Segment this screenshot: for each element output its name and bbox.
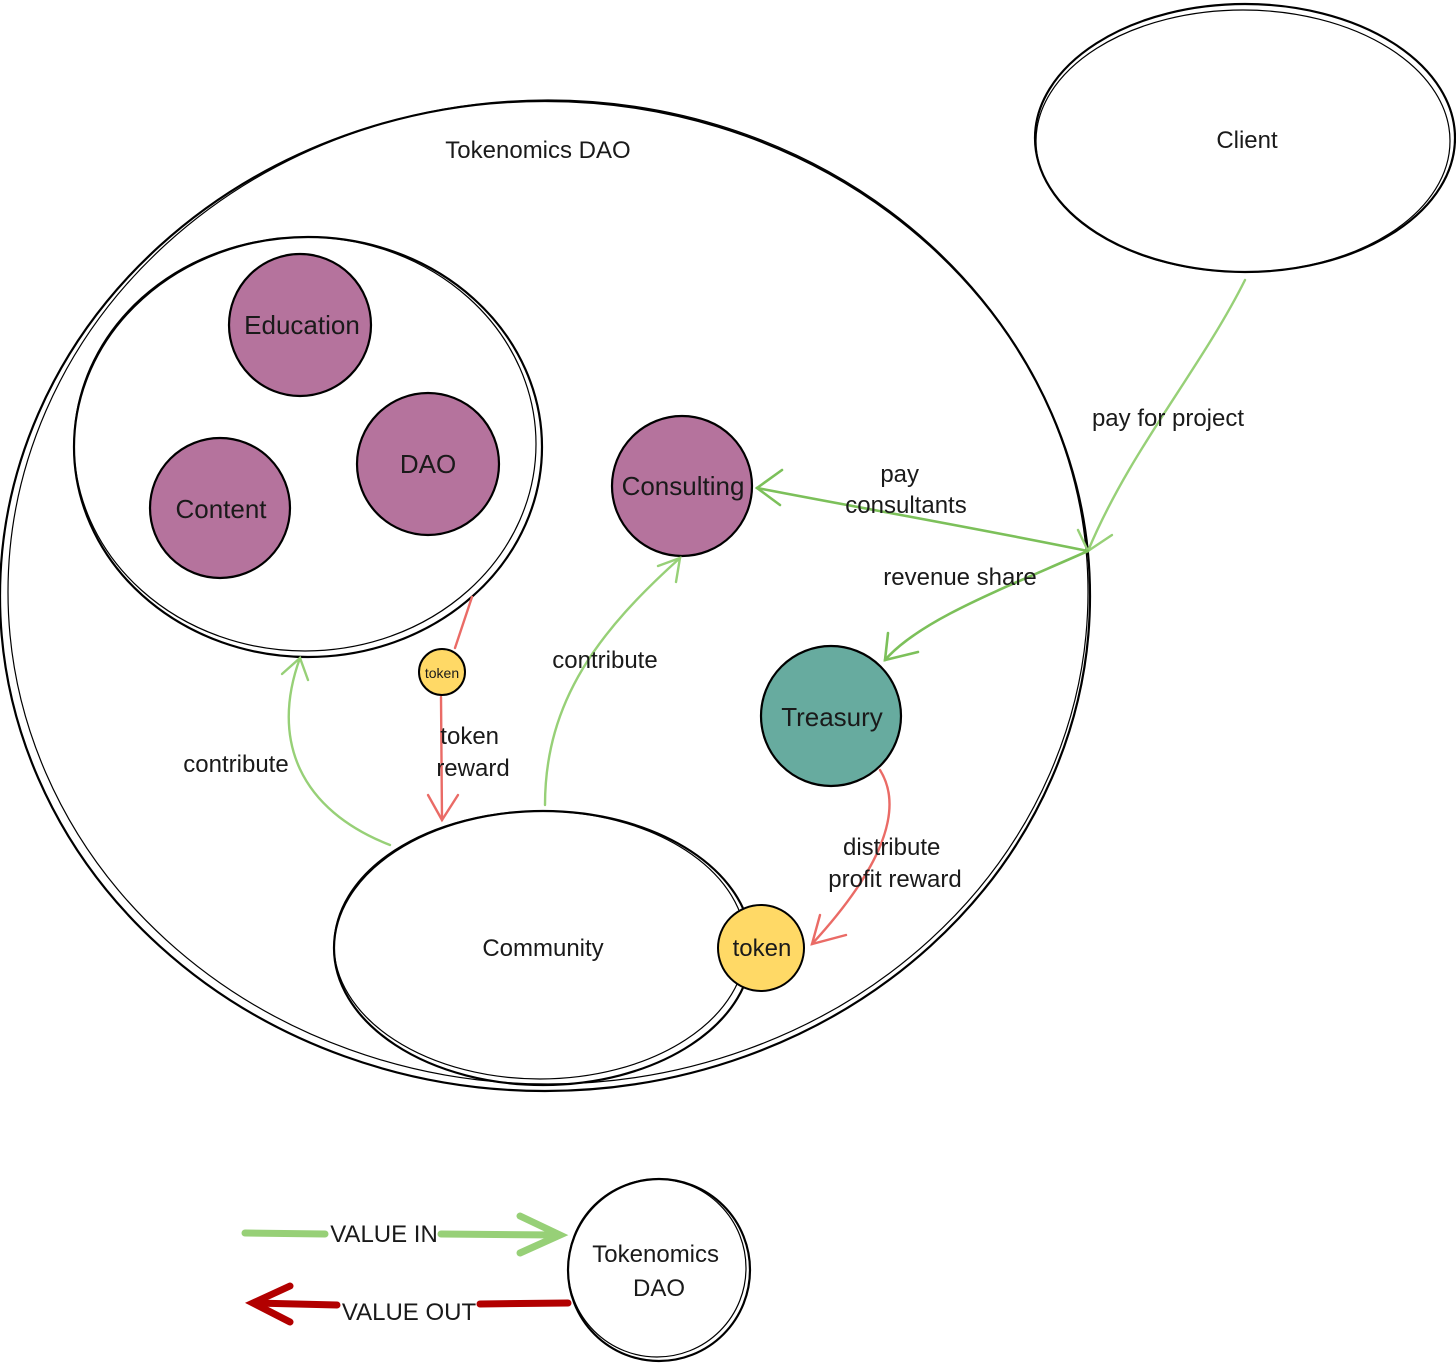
dao-node[interactable]: DAO	[355, 391, 501, 537]
edge-label-contribute-group: contribute	[183, 751, 288, 778]
education-label: Education	[244, 310, 360, 340]
legend: VALUE IN VALUE OUT Tokenomics DAO	[241, 1177, 752, 1363]
client-label: Client	[1216, 127, 1278, 154]
edge-label-pay-consultants: pay consultants	[845, 461, 966, 519]
dao-title: Tokenomics DAO	[445, 137, 630, 164]
legend-value-in-label: VALUE IN	[330, 1221, 438, 1248]
legend-entity-label: Tokenomics DAO	[592, 1241, 725, 1302]
legend-value-out: VALUE OUT	[244, 1282, 572, 1326]
edge-label-pay-for-project: pay for project	[1092, 405, 1244, 432]
token-small-label: token	[425, 665, 459, 681]
edge-token-reward	[426, 595, 474, 823]
edge-label-distribute-profit-reward: distribute profit reward	[828, 834, 961, 893]
legend-entity-node: Tokenomics DAO	[566, 1177, 752, 1363]
content-label: Content	[175, 494, 267, 524]
services-group	[72, 235, 544, 659]
edge-pay-consultants	[754, 468, 1090, 553]
token-small-node[interactable]: token	[418, 648, 466, 696]
treasury-label: Treasury	[781, 702, 883, 732]
client-node[interactable]: Client	[1033, 2, 1456, 274]
edge-contribute-group	[280, 655, 392, 847]
dao-label: DAO	[400, 449, 456, 479]
edge-distribute-profit-reward	[810, 768, 891, 946]
education-node[interactable]: Education	[227, 252, 373, 398]
token-large-label: token	[733, 935, 792, 962]
token-large-node[interactable]: token	[717, 904, 805, 992]
edge-label-contribute-consulting: contribute	[552, 647, 657, 674]
legend-value-out-label: VALUE OUT	[342, 1299, 477, 1326]
edge-label-revenue-share: revenue share	[883, 564, 1036, 591]
edge-label-token-reward: token reward	[436, 723, 509, 782]
treasury-node[interactable]: Treasury	[759, 644, 903, 788]
legend-value-in: VALUE IN	[241, 1212, 569, 1257]
edge-revenue-share	[883, 549, 1090, 662]
consulting-label: Consulting	[622, 471, 745, 501]
consulting-node[interactable]: Consulting	[610, 414, 754, 558]
content-node[interactable]: Content	[148, 436, 292, 580]
community-node[interactable]: Community	[332, 809, 754, 1087]
edge-contribute-consulting	[543, 556, 682, 807]
community-label: Community	[482, 935, 603, 962]
